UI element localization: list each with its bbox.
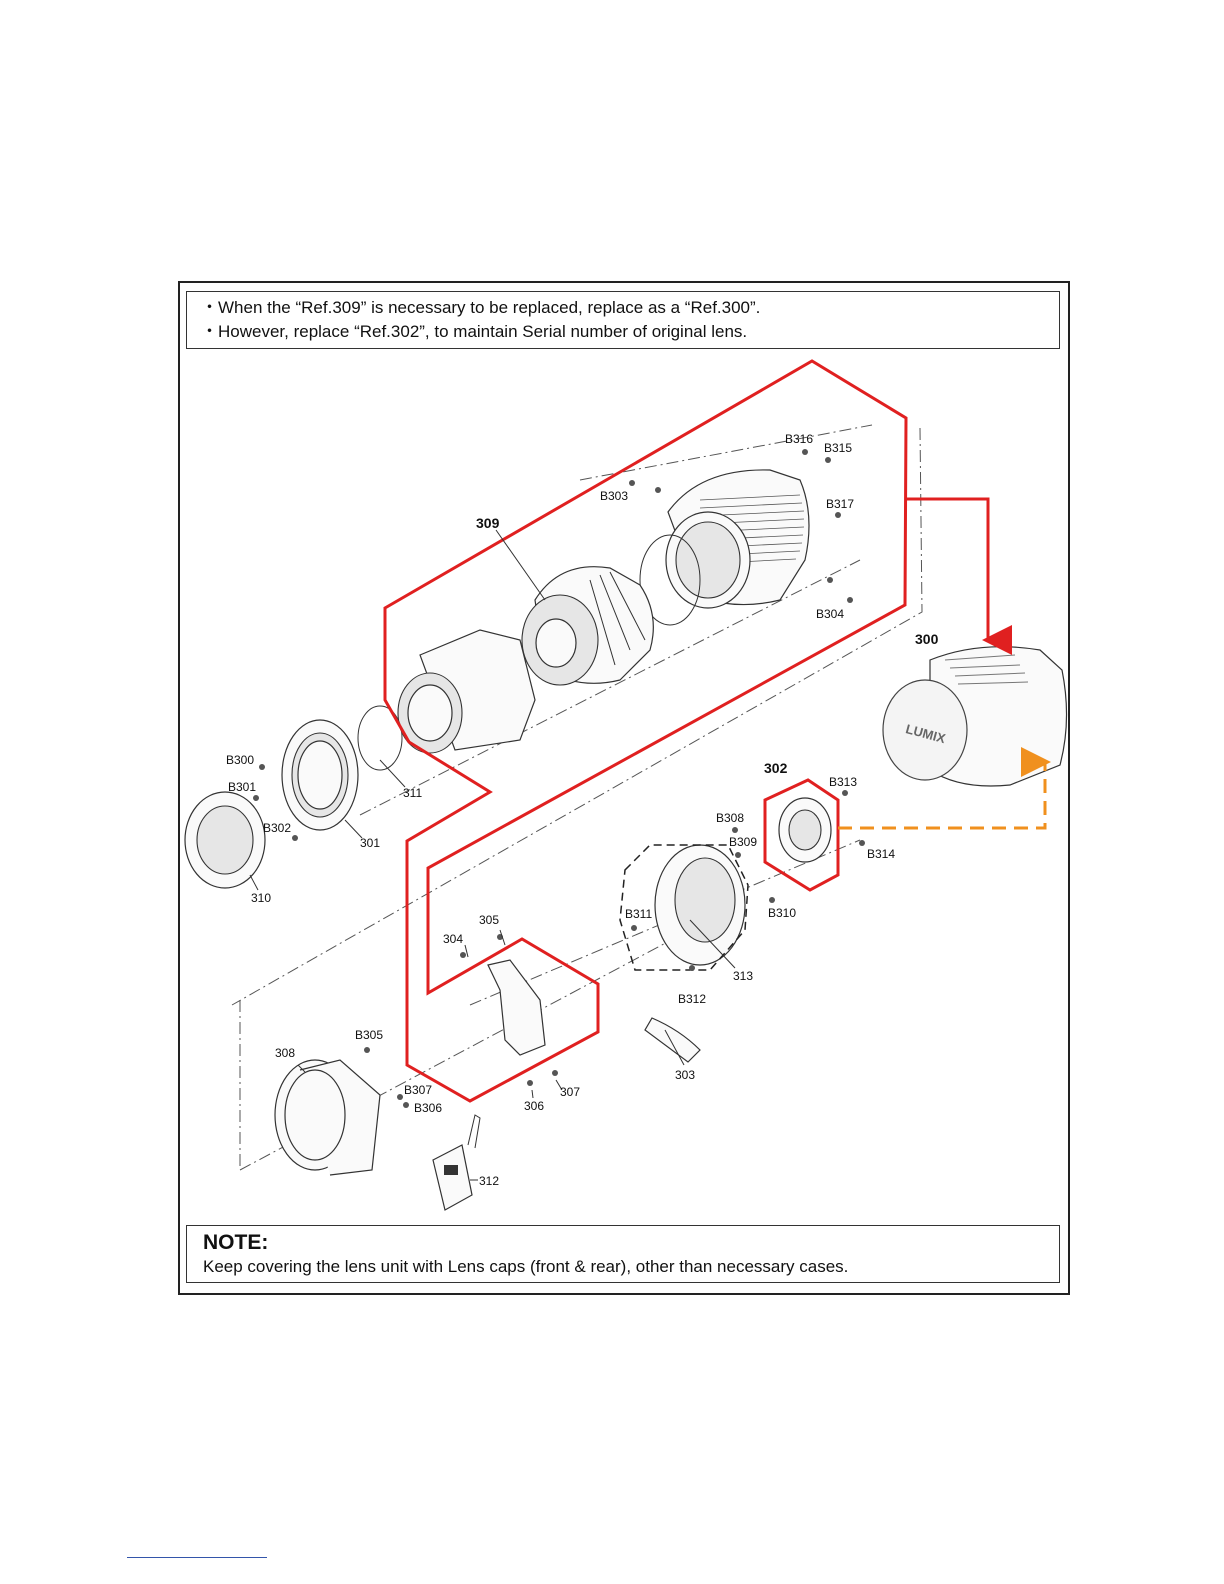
contact-flex-303 (644, 1017, 701, 1063)
rear-cover-310 (184, 791, 266, 889)
replacement-notice: ・When the “Ref.309” is necessary to be r… (186, 291, 1060, 349)
label-b300: B300 (226, 753, 254, 767)
label-b302: B302 (263, 821, 291, 835)
label-302: 302 (764, 760, 788, 776)
label-308: 308 (275, 1046, 295, 1060)
mount-ring-301 (281, 719, 359, 831)
label-b314: B314 (867, 847, 895, 861)
label-313: 313 (733, 969, 753, 983)
label-300: 300 (915, 631, 939, 647)
label-309: 309 (476, 515, 500, 531)
label-b313: B313 (829, 775, 857, 789)
screws (253, 449, 865, 1108)
note-box: NOTE: Keep covering the lens unit with L… (186, 1225, 1060, 1283)
complete-lens-300: LUMIX (882, 646, 1068, 787)
assembly-guide-lines (231, 424, 923, 1171)
label-312: 312 (479, 1174, 499, 1188)
label-b303: B303 (600, 489, 628, 503)
label-303: 303 (675, 1068, 695, 1082)
replace-309-with-300-arrow (906, 497, 1012, 655)
label-b310: B310 (768, 906, 796, 920)
replace-302-arrow (838, 747, 1051, 830)
label-b309: B309 (729, 835, 757, 849)
label-b317: B317 (826, 497, 854, 511)
label-b306: B306 (414, 1101, 442, 1115)
footnote-rule (127, 1557, 267, 1558)
label-b304: B304 (816, 607, 844, 621)
bayonet-plate-313 (619, 844, 749, 971)
label-305: 305 (479, 913, 499, 927)
leader-lines (249, 529, 736, 1181)
cam-barrel (521, 566, 654, 686)
label-b308: B308 (716, 811, 744, 825)
label-301: 301 (360, 836, 380, 850)
notice-line-2: ・However, replace “Ref.302”, to maintain… (201, 322, 748, 341)
serial-ring-302 (778, 797, 832, 863)
diagram-frame (178, 281, 1070, 1295)
o-ring-311 (357, 705, 403, 771)
notice-line-1: ・When the “Ref.309” is necessary to be r… (201, 298, 761, 317)
focus-barrel-assembly (639, 469, 810, 626)
label-310: 310 (251, 891, 271, 905)
rear-barrel (397, 629, 536, 754)
label-b315: B315 (824, 441, 852, 455)
label-311: 311 (403, 786, 422, 800)
label-b312: B312 (678, 992, 706, 1006)
label-307: 307 (560, 1085, 580, 1099)
label-b301: B301 (228, 780, 256, 794)
switch-panel-312 (432, 1114, 481, 1211)
label-306: 306 (524, 1099, 544, 1113)
note-text: Keep covering the lens unit with Lens ca… (203, 1257, 849, 1276)
label-b316: B316 (785, 432, 813, 446)
ref-302-outline (763, 778, 840, 892)
note-title: NOTE: (203, 1231, 269, 1254)
label-b307: B307 (404, 1083, 432, 1097)
label-b311: B311 (625, 907, 652, 921)
ref-309-outline (383, 359, 908, 1103)
label-b305: B305 (355, 1028, 383, 1042)
focus-module-304 (460, 934, 558, 1086)
outer-barrel-308 (274, 1059, 381, 1176)
label-304: 304 (443, 932, 463, 946)
